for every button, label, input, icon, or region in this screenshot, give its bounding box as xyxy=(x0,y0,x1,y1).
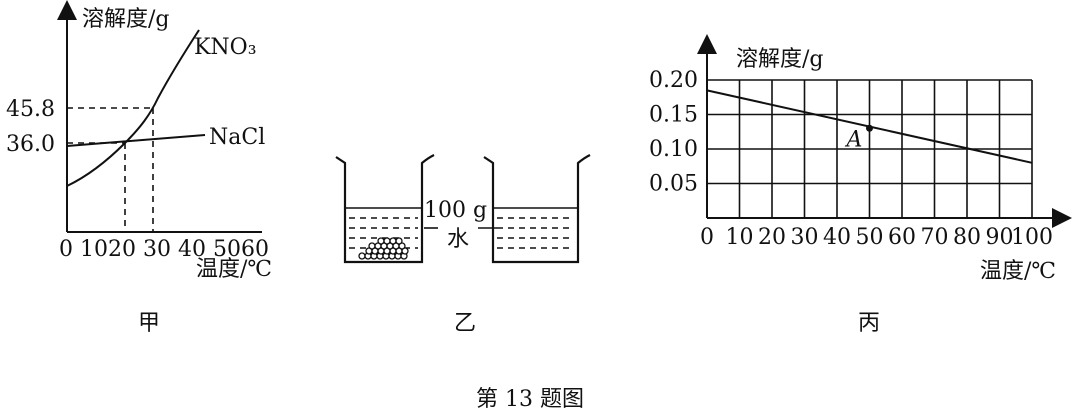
bing-caption: 丙 xyxy=(858,311,880,336)
bing-x-tick: 90 xyxy=(986,225,1014,250)
bing-grid xyxy=(707,79,1033,218)
panel-jia: 溶解度/g 温度/℃ 0 1020 30 40 5060 45.8 36.0 K… xyxy=(6,0,272,336)
jia-curve-kno3 xyxy=(66,29,200,187)
label-water: 水 xyxy=(447,227,469,252)
bing-y-tick: 0.10 xyxy=(649,137,698,162)
jia-caption: 甲 xyxy=(138,311,160,336)
bing-x-axis-label: 温度/℃ xyxy=(980,259,1056,284)
bing-y-axis-label: 溶解度/g xyxy=(736,47,824,72)
bing-x-tick: 80 xyxy=(953,225,981,250)
solid-bead xyxy=(368,242,376,250)
jia-y-axis-label: 溶解度/g xyxy=(82,7,170,32)
jia-y-tick-36-0: 36.0 xyxy=(6,132,55,157)
jia-y-tick-45-8: 45.8 xyxy=(6,97,55,122)
bing-x-tick: 60 xyxy=(888,225,916,250)
solid-bead xyxy=(358,252,366,260)
solid-bead xyxy=(383,237,391,245)
bing-y-tick: 0.15 xyxy=(649,103,698,128)
bing-x-tick: 40 xyxy=(823,225,851,250)
beaker-left xyxy=(335,154,435,264)
bing-x-tick: 0 xyxy=(700,225,714,250)
beaker-right xyxy=(483,154,591,264)
bing-point-a xyxy=(866,124,873,132)
bing-x-tick: 50 xyxy=(856,225,884,250)
figure-caption: 第 13 题图 xyxy=(476,387,584,412)
label-100g: 100 g xyxy=(424,198,487,223)
jia-x-ticks: 0 1020 30 40 5060 xyxy=(59,237,269,262)
bing-point-a-label: A xyxy=(845,127,863,152)
solid-bead xyxy=(389,237,397,245)
bing-x-tick: 30 xyxy=(791,225,819,250)
panel-yi: 100 g 水 乙 xyxy=(335,154,591,336)
bing-y-tick: 0.05 xyxy=(649,172,698,197)
jia-x-axis-label: 温度/℃ xyxy=(196,257,272,282)
bing-x-tick: 10 xyxy=(726,225,754,250)
solid-bead xyxy=(395,237,403,245)
solid-bead xyxy=(377,237,385,245)
jia-line-nacl xyxy=(66,134,206,147)
bing-x-tick: 70 xyxy=(921,225,949,250)
jia-series-label-kno3: KNO₃ xyxy=(194,35,257,60)
bing-x-tick: 20 xyxy=(758,225,786,250)
jia-series-label-nacl: NaCl xyxy=(209,125,265,150)
undissolved-solid xyxy=(358,237,409,260)
bing-y-tick: 0.20 xyxy=(649,68,698,93)
bing-y-ticks: 0.20 0.15 0.10 0.05 xyxy=(649,68,698,197)
yi-caption: 乙 xyxy=(454,311,476,336)
bing-x-tick: 100 xyxy=(1011,225,1053,250)
